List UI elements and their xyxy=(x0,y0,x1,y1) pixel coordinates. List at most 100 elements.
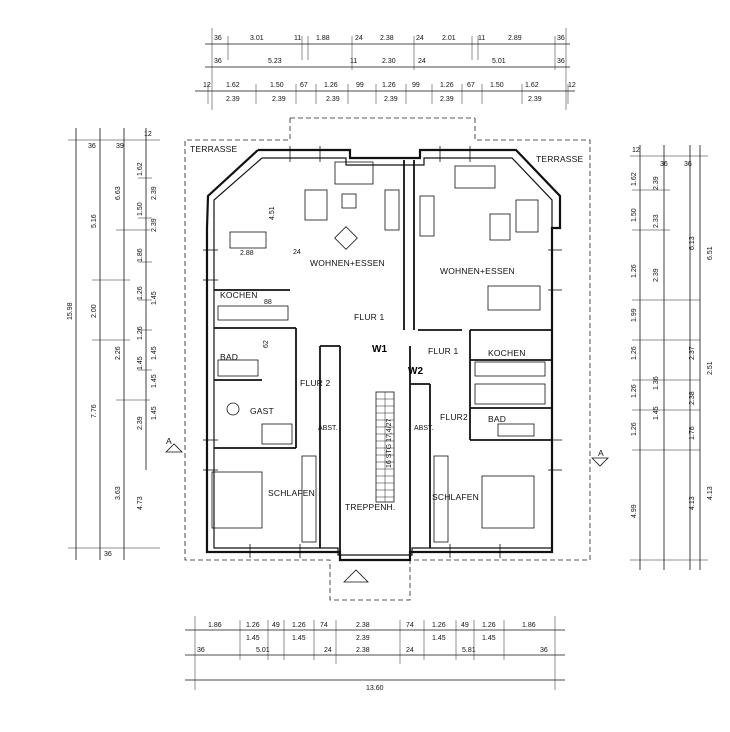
dim-top-r3-13: 12 xyxy=(568,82,576,89)
dim-left-c5: 1.26 xyxy=(137,326,144,340)
dim-right-a3: 2.38 xyxy=(689,391,696,405)
dim-right-b6: 1.26 xyxy=(631,384,638,398)
dim-right-top2: 36 xyxy=(660,161,668,168)
dim-left-d1: 2.39 xyxy=(151,186,158,200)
dim-left-c8: 4.73 xyxy=(137,496,144,510)
label-terrasse-right: TERRASSE xyxy=(536,154,584,164)
bathtub-right xyxy=(474,383,546,405)
dim-bot-3: 49 xyxy=(272,622,280,629)
label-bad-left: BAD xyxy=(220,352,238,362)
dim-top-r3-5: 1.26 xyxy=(324,82,338,89)
dim-right-b1: 1.62 xyxy=(631,172,638,186)
dim-right-c5: 1.36 xyxy=(653,376,660,390)
furniture xyxy=(211,161,546,543)
dim-bot-b3: 2.39 xyxy=(356,635,370,642)
dim-bot-r2-1: 36 xyxy=(197,647,205,654)
dim-right-a5: 4.13 xyxy=(689,496,696,510)
label-wohnen-right: WOHNEN+ESSEN xyxy=(440,266,515,276)
dim-top-r3-10: 67 xyxy=(467,82,475,89)
dim-top-4: 1.88 xyxy=(316,35,330,42)
dim-bot-total: 13.60 xyxy=(366,685,384,692)
dim-bot-6: 2.38 xyxy=(356,622,370,629)
dim-left-c4: 1.26 xyxy=(137,286,144,300)
dim-inner-4: 88 xyxy=(264,299,272,306)
label-treppenhaus: TREPPENH. xyxy=(345,502,395,512)
basin-guest xyxy=(226,402,240,416)
dining-table-right xyxy=(487,285,541,311)
dim-top-r3-7: 1.26 xyxy=(382,82,396,89)
label-wohnen-left: WOHNEN+ESSEN xyxy=(310,258,385,268)
label-flur1-right: FLUR 1 xyxy=(428,346,459,356)
dim-top-r3b-4: 2.39 xyxy=(384,96,398,103)
dim-left-a2: 2.00 xyxy=(91,304,98,318)
exterior-walls xyxy=(203,146,562,562)
dim-left-c6: 1.45 xyxy=(137,356,144,370)
label-terrasse-left: TERRASSE xyxy=(190,144,238,154)
dim-inner-2: 2.88 xyxy=(240,250,254,257)
dim-left-b2: 2.26 xyxy=(115,346,122,360)
dim-top-r2-6: 5.01 xyxy=(492,58,506,65)
guest-desk xyxy=(261,423,293,445)
dim-left-top3: 12 xyxy=(144,131,152,138)
label-abst-left: ABST. xyxy=(318,425,338,432)
label-flur2-left: FLUR 2 xyxy=(300,378,331,388)
dim-top-r2-7: 36 xyxy=(557,58,565,65)
dim-right-c4: 1.45 xyxy=(653,406,660,420)
dim-bot-4: 1.26 xyxy=(292,622,306,629)
dim-top-2: 3.01 xyxy=(250,35,264,42)
armchair-left xyxy=(304,189,328,221)
side-table-left xyxy=(341,193,357,209)
dim-bot-5: 74 xyxy=(320,622,328,629)
dim-left-b1: 6.63 xyxy=(115,186,122,200)
armchair-right xyxy=(515,199,539,233)
dim-bot-r2-2: 5.01 xyxy=(256,647,270,654)
marker-w2: W2 xyxy=(408,366,423,377)
dim-top-r3-2: 1.62 xyxy=(226,82,240,89)
dim-top-10: 2.89 xyxy=(508,35,522,42)
bed-right xyxy=(481,475,535,529)
dim-right-o3: 4.13 xyxy=(707,486,714,500)
markers: W1 W2 A A xyxy=(165,344,609,583)
dim-bot-r2-4: 2.38 xyxy=(356,647,370,654)
entrance-arrow-icon xyxy=(343,569,369,583)
staircase: 16 STG 17,4/27 xyxy=(375,391,395,503)
dim-left-c2: 1.50 xyxy=(137,202,144,216)
bottom-dimension-chains: 1.86 1.26 49 1.26 74 2.38 74 1.26 49 1.2… xyxy=(185,616,565,692)
section-arrow-left-icon xyxy=(165,443,183,453)
section-arrow-right-icon xyxy=(591,457,609,467)
dim-right-top1: 12 xyxy=(632,147,640,154)
interior-walls xyxy=(214,160,552,552)
sofa-right xyxy=(454,165,496,189)
label-gast: GAST xyxy=(250,406,274,416)
dim-top-7: 24 xyxy=(416,35,424,42)
dim-bot-9: 49 xyxy=(461,622,469,629)
label-kochen-left: KOCHEN xyxy=(220,290,258,300)
dim-top-r3-4: 67 xyxy=(300,82,308,89)
dim-top-8: 2.01 xyxy=(442,35,456,42)
dim-bot-8: 1.26 xyxy=(432,622,446,629)
dim-left-d4: 1.45 xyxy=(151,346,158,360)
stair-annotation: 16 STG 17,4/27 xyxy=(386,418,393,468)
dim-bot-r2-5: 24 xyxy=(406,647,414,654)
dim-top-r3-6: 99 xyxy=(356,82,364,89)
bed-left xyxy=(211,471,263,529)
left-dimension-chains: 15.98 5.16 2.00 7.76 6.63 2.26 3.63 36 1… xyxy=(67,128,160,560)
dim-right-b7: 1.26 xyxy=(631,422,638,436)
dim-right-b4: 1.99 xyxy=(631,308,638,322)
dim-top-1: 36 xyxy=(214,35,222,42)
dim-right-o2: 2.51 xyxy=(707,361,714,375)
label-schlafen-left: SCHLAFEN xyxy=(268,488,315,498)
dim-left-top1: 36 xyxy=(88,143,96,150)
dim-top-r3-3: 1.50 xyxy=(270,82,284,89)
dim-left-d3: 1.45 xyxy=(151,291,158,305)
dining-table-left xyxy=(229,231,267,249)
dim-bot-7: 74 xyxy=(406,622,414,629)
dim-left-d2: 2.39 xyxy=(151,218,158,232)
top-dimension-chains: 36 3.01 11 1.88 24 2.38 24 2.01 11 2.89 … xyxy=(195,28,576,110)
dim-right-b8: 4.99 xyxy=(631,504,638,518)
right-dimension-chains: 6.51 2.51 4.13 6.13 2.37 2.38 1.76 4.13 … xyxy=(630,145,714,570)
dim-top-r3b-1: 2.39 xyxy=(226,96,240,103)
dim-left-c1: 1.62 xyxy=(137,162,144,176)
terrace-outlines xyxy=(184,117,591,601)
dim-left-a3: 7.76 xyxy=(91,404,98,418)
